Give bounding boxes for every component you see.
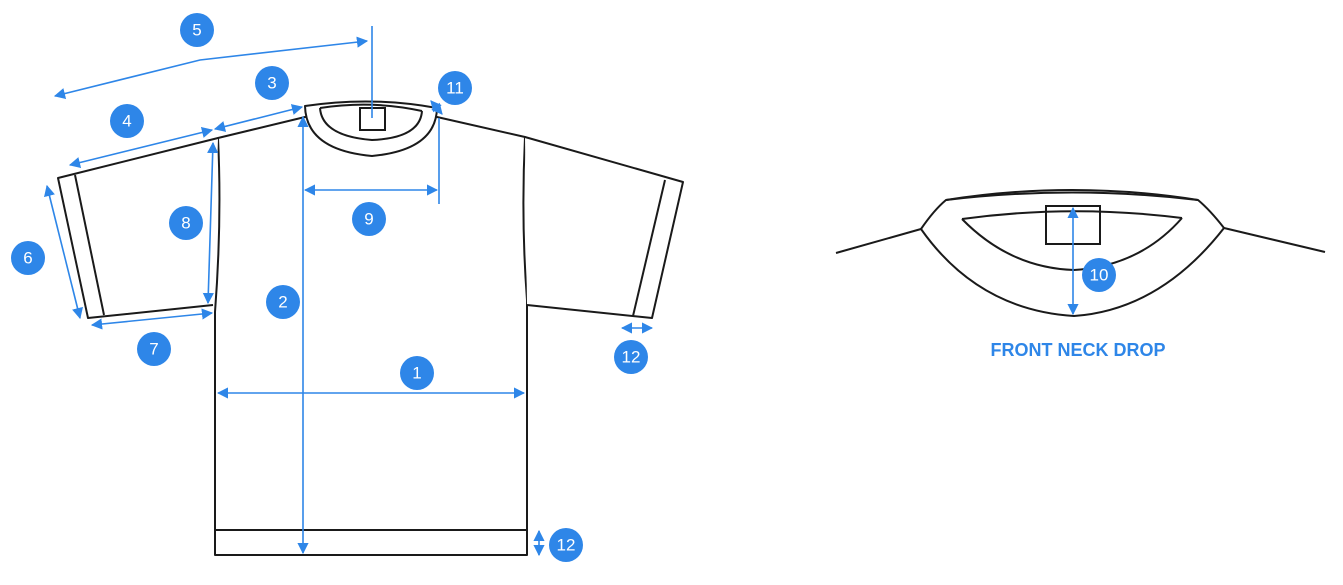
measure-7-underarm-line	[90, 308, 214, 330]
svg-text:1: 1	[412, 364, 421, 383]
tshirt-outline	[57, 100, 684, 556]
measure-8-armhole-line	[202, 141, 219, 305]
badge-12-body-hem: 12	[549, 528, 583, 562]
badge-1: 1	[400, 356, 434, 390]
badge-8: 8	[169, 206, 203, 240]
measurement-lines	[44, 26, 654, 557]
badge-2: 2	[266, 285, 300, 319]
svg-text:3: 3	[267, 74, 276, 93]
badge-9: 9	[352, 202, 386, 236]
badge-3: 3	[255, 66, 289, 100]
svg-text:12: 12	[557, 536, 576, 555]
badge-10: 10	[1082, 258, 1116, 292]
measure-11-collar-line	[430, 100, 443, 115]
svg-text:7: 7	[149, 340, 158, 359]
measure-5-cb-sleeve-line	[53, 36, 369, 100]
badge-7: 7	[137, 332, 171, 366]
svg-text:12: 12	[622, 348, 641, 367]
front-neck-drop-caption: FRONT NECK DROP	[991, 340, 1166, 360]
svg-text:11: 11	[446, 79, 464, 98]
badge-12-sleeve-hem: 12	[614, 340, 648, 374]
badge-6: 6	[11, 241, 45, 275]
badge-4: 4	[110, 104, 144, 138]
svg-text:2: 2	[278, 293, 287, 312]
svg-text:6: 6	[23, 249, 32, 268]
svg-text:4: 4	[122, 112, 131, 131]
badge-11: 11	[438, 71, 472, 105]
svg-text:10: 10	[1090, 266, 1109, 285]
svg-text:8: 8	[181, 214, 190, 233]
front-neck-detail	[835, 189, 1326, 317]
svg-text:5: 5	[192, 21, 201, 40]
measure-4-sleeve-line	[68, 126, 214, 169]
measure-3-shoulder-line	[213, 104, 304, 132]
badge-5: 5	[180, 13, 214, 47]
measure-6-sleeve-opening-line	[44, 184, 83, 320]
svg-text:9: 9	[364, 210, 373, 229]
